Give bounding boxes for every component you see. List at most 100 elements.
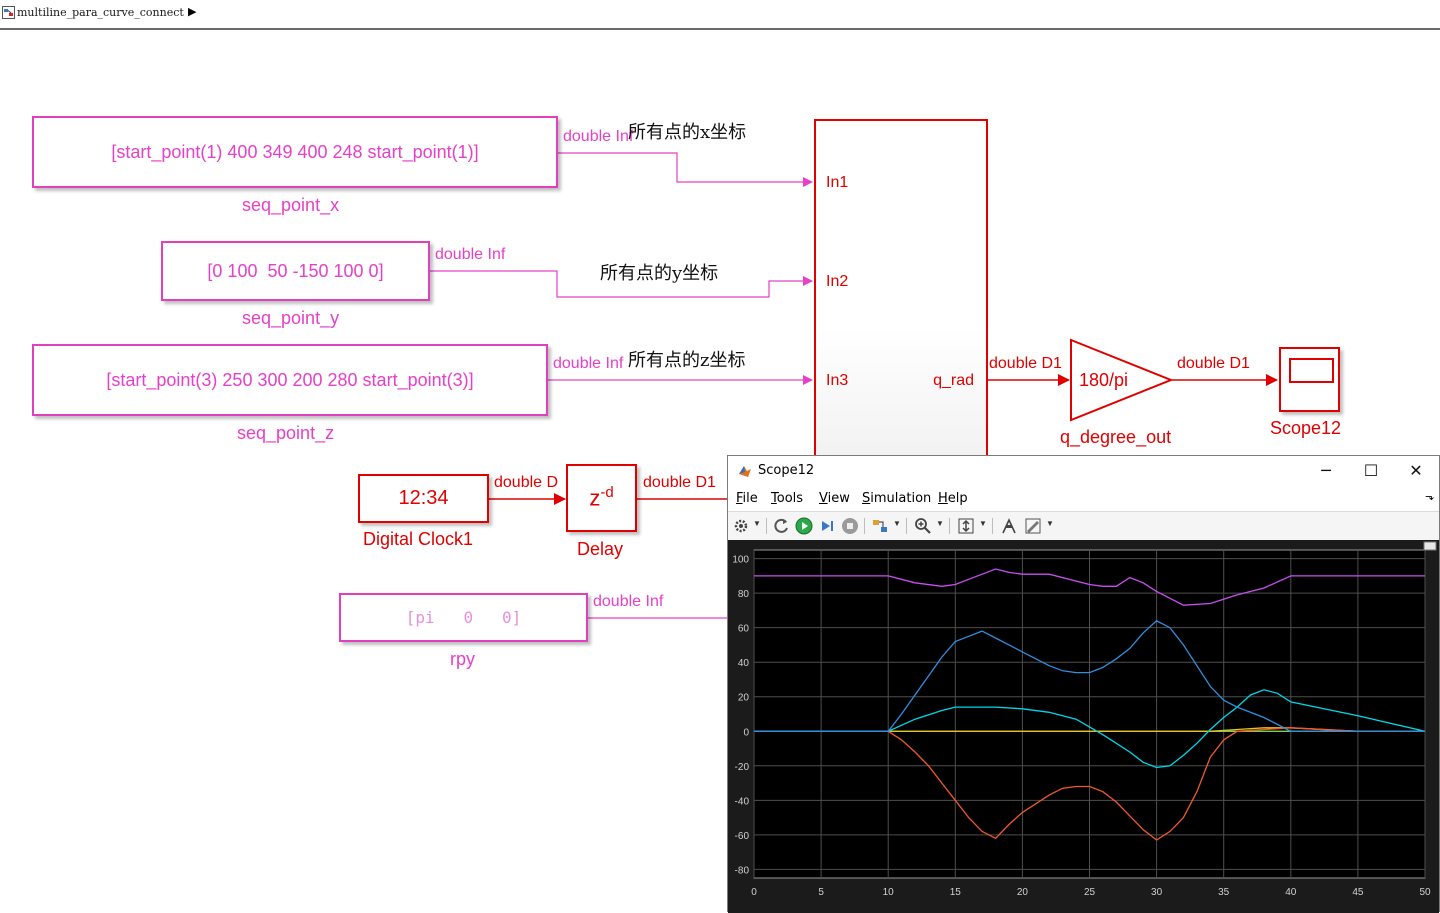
breadcrumb-arrow-icon[interactable]: ▶ (188, 6, 197, 18)
y-tick-label: 60 (738, 624, 750, 635)
cursor-icon[interactable] (1000, 517, 1018, 535)
menu-tools[interactable]: Tools (771, 491, 803, 506)
scope12-window[interactable]: Scope12 ─ ☐ ✕ File Tools View Simulation… (727, 455, 1440, 913)
dock-icon[interactable]: ⬎ (1425, 490, 1435, 503)
menu-tools-rest: ools (776, 491, 804, 506)
highlight-icon[interactable] (871, 517, 889, 535)
menu-file-rest: ile (742, 491, 758, 506)
step-forward-icon[interactable] (818, 517, 836, 535)
subsystem-block[interactable]: In1 In2 In3 q_rad (814, 119, 988, 468)
settings-icon[interactable] (732, 517, 750, 535)
settings-dropdown-icon[interactable]: ▼ (753, 519, 761, 528)
seq-point-x-block[interactable]: [start_point(1) 400 349 400 248 start_po… (32, 116, 558, 188)
menu-help-rest: elp (947, 491, 968, 506)
maximize-button[interactable]: ☐ (1363, 461, 1379, 480)
rpy-name[interactable]: rpy (450, 649, 476, 669)
seq-point-y-name[interactable]: seq_point_y (242, 308, 340, 328)
rpy-block[interactable]: [pi 0 0] (339, 593, 588, 642)
annotation-x-coord[interactable]: 所有点的x坐标 (628, 122, 747, 143)
y-tick-label: 40 (738, 658, 750, 669)
toolbar-separator (949, 518, 950, 534)
menu-view-rest: iew (827, 491, 850, 506)
run-icon[interactable] (795, 517, 813, 535)
minimize-button[interactable]: ─ (1321, 461, 1331, 480)
delay-exponent: -d (600, 484, 614, 502)
seq-point-y-block[interactable]: [0 100 50 -150 100 0] (161, 241, 430, 301)
rpy-signal-label: double Inf (593, 593, 664, 610)
menu-help[interactable]: Help (938, 491, 968, 506)
wire-seq-y[interactable] (430, 270, 813, 298)
x-tick-label: 15 (950, 887, 962, 898)
restart-icon[interactable] (772, 517, 790, 535)
digital-clock-value: 12:34 (398, 487, 449, 509)
y-tick-label: 20 (738, 693, 750, 704)
seq-point-x-signal-label: double Inf (563, 128, 634, 145)
seq-point-x-value: [start_point(1) 400 349 400 248 start_po… (111, 141, 479, 162)
seq-point-z-name[interactable]: seq_point_z (237, 423, 335, 443)
menu-file[interactable]: File (736, 491, 758, 506)
q-rad-signal-label: double D1 (989, 355, 1062, 372)
delay-block[interactable]: z-d (566, 464, 637, 532)
annotation-y-coord[interactable]: 所有点的y坐标 (600, 263, 719, 284)
gain-block[interactable] (1069, 338, 1175, 424)
x-tick-label: 35 (1218, 887, 1230, 898)
digital-clock-block[interactable]: 12:34 (358, 474, 489, 523)
scope-toolbar: ▼ ▼ ▼ ▼ ▼ (728, 511, 1439, 541)
zoom-in-icon[interactable] (914, 517, 932, 535)
delay-base: z (589, 485, 601, 511)
x-tick-label: 0 (751, 887, 757, 898)
subsystem-port-q-rad: q_rad (933, 372, 974, 389)
delay-name[interactable]: Delay (577, 539, 624, 559)
fit-axes-icon[interactable] (957, 517, 975, 535)
series-line (754, 568, 1425, 606)
seq-point-y-value: [0 100 50 -150 100 0] (207, 260, 384, 281)
y-tick-label: -40 (735, 796, 750, 807)
model-name-crumb[interactable]: multiline_para_curve_connect (17, 6, 184, 19)
y-tick-label: 0 (743, 727, 749, 738)
gain-name[interactable]: q_degree_out (1060, 427, 1172, 447)
delay-signal-label: double D1 (643, 474, 716, 491)
gain-out-signal-label: double D1 (1177, 355, 1250, 372)
menu-tools-key: T (771, 491, 777, 506)
scope12-name[interactable]: Scope12 (1270, 418, 1342, 438)
digital-clock-name[interactable]: Digital Clock1 (363, 529, 474, 549)
series-line (754, 727, 1425, 841)
series-line (754, 689, 1426, 769)
subsystem-port-in3: In3 (826, 372, 849, 389)
zoom-dropdown-icon[interactable]: ▼ (936, 519, 944, 528)
plot-restore-icon[interactable] (1423, 541, 1437, 551)
menu-simulation-rest: imulation (870, 491, 932, 506)
x-tick-label: 10 (883, 887, 895, 898)
subsystem-port-in1: In1 (826, 174, 849, 191)
scope12-block[interactable] (1279, 347, 1340, 412)
scope-title: Scope12 (758, 463, 815, 478)
subsystem-port-in2: In2 (826, 273, 849, 290)
scope-screen-icon (1289, 358, 1334, 383)
x-tick-label: 30 (1151, 887, 1163, 898)
scope-title-bar[interactable]: Scope12 ─ ☐ ✕ (728, 456, 1439, 486)
menu-simulation[interactable]: Simulation (862, 491, 931, 506)
fit-dropdown-icon[interactable]: ▼ (979, 519, 987, 528)
matlab-icon (739, 466, 751, 477)
annotation-z-coord[interactable]: 所有点的z坐标 (628, 350, 746, 371)
triggers-icon[interactable] (1024, 517, 1042, 535)
wire-seq-x[interactable] (558, 152, 813, 187)
close-button[interactable]: ✕ (1409, 461, 1423, 480)
highlight-dropdown-icon[interactable]: ▼ (893, 519, 901, 528)
gain-value: 180/pi (1079, 370, 1129, 390)
model-icon (2, 6, 15, 19)
delay-expression: z-d (589, 484, 613, 511)
seq-point-z-block[interactable]: [start_point(3) 250 300 200 280 start_po… (32, 344, 548, 416)
x-tick-label: 40 (1285, 887, 1297, 898)
menu-file-key: F (736, 491, 743, 506)
triggers-dropdown-icon[interactable]: ▼ (1046, 519, 1054, 528)
seq-point-x-name[interactable]: seq_point_x (242, 195, 340, 215)
menu-view[interactable]: View (819, 491, 850, 506)
toolbar-separator (992, 518, 993, 534)
stop-icon[interactable] (841, 517, 859, 535)
scope-menu-bar: File Tools View Simulation Help ⬎ (728, 488, 1439, 510)
x-tick-label: 20 (1017, 887, 1029, 898)
toolbar-separator (906, 518, 907, 534)
